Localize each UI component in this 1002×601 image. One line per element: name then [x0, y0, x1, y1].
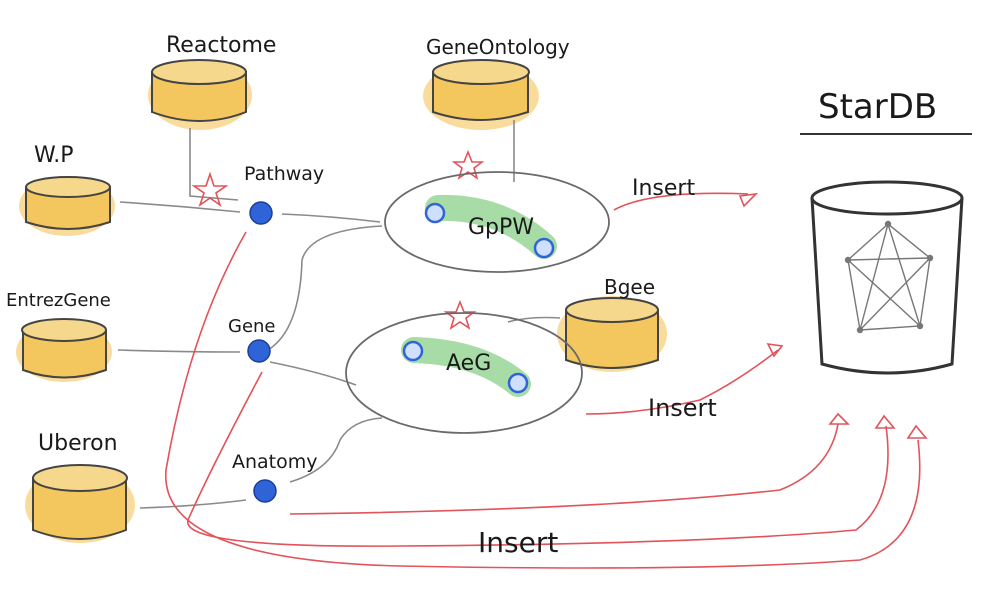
- insert-label-3: Insert: [478, 526, 558, 559]
- star-markers: [191, 149, 485, 330]
- aeg-label: AeG: [446, 351, 491, 376]
- bgee-database: Bgee: [557, 275, 667, 372]
- pathway-node[interactable]: Pathway: [244, 163, 324, 225]
- pathway-label: Pathway: [244, 163, 324, 185]
- stardb-label: StarDB: [818, 87, 937, 127]
- anatomy-to-aeg-edge: [289, 417, 383, 483]
- reactome-label: Reactome: [166, 33, 276, 58]
- reactome-star-icon: [191, 171, 229, 208]
- gene-insert-edge: [187, 371, 889, 547]
- entrez-gene-database: EntrezGene: [6, 290, 112, 382]
- wp-to-pathway-edge: [119, 201, 241, 213]
- uberon-to-anatomy-edge: [139, 499, 247, 509]
- uberon-label: Uberon: [38, 431, 118, 456]
- graph-network-icon: [844, 220, 934, 334]
- gene-ontology-label: GeneOntology: [426, 35, 570, 59]
- insert-edges: [165, 192, 928, 569]
- entrez-to-gene-edge: [117, 349, 241, 353]
- gene-node[interactable]: Gene: [228, 316, 276, 363]
- wp-database: W.P: [19, 143, 115, 236]
- bgee-label: Bgee: [604, 275, 655, 299]
- gpw-insert-edge: [613, 192, 749, 211]
- gene-to-gpw-edge: [267, 225, 383, 351]
- gpw-star-icon: [451, 149, 485, 180]
- stardb-database: StarDB: [800, 87, 972, 375]
- source-edges: [117, 120, 561, 509]
- aeg-insert-edge: [585, 349, 779, 415]
- insert-label-2: Insert: [648, 394, 717, 422]
- wp-label: W.P: [34, 143, 74, 168]
- uberon-database: Uberon: [25, 431, 135, 543]
- gene-label: Gene: [228, 316, 276, 337]
- reactome-database: Reactome: [148, 33, 276, 130]
- anatomy-label: Anatomy: [232, 451, 318, 473]
- aeg-star-icon: [443, 299, 477, 330]
- anatomy-insert-edge: [289, 423, 839, 515]
- insert-label-1: Insert: [632, 176, 695, 201]
- pathway-insert-edge: [165, 231, 921, 569]
- aeg-edge-group[interactable]: AeG: [345, 312, 583, 434]
- pathway-to-gpw-edge: [281, 213, 381, 223]
- gpw-label: GpPW: [468, 215, 534, 240]
- entrez-gene-label: EntrezGene: [6, 290, 111, 311]
- gpw-edge-group[interactable]: GpPW: [384, 171, 610, 273]
- gene-to-aeg-edge: [269, 361, 357, 386]
- reactome-to-pathway-edge: [189, 128, 239, 201]
- bgee-to-aeg-edge: [507, 316, 561, 323]
- anatomy-node[interactable]: Anatomy: [232, 451, 318, 503]
- gene-ontology-database: GeneOntology: [423, 35, 570, 130]
